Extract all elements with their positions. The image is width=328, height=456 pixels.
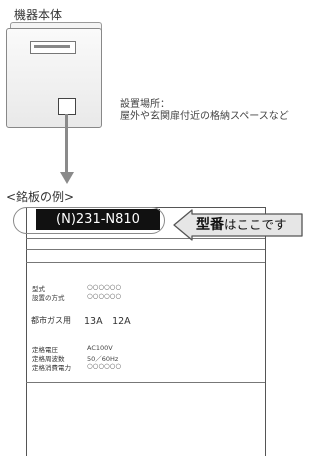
callout-keyword: 型番 xyxy=(196,217,224,233)
nameplate xyxy=(26,207,266,456)
gas-type-label: 都市ガス用 xyxy=(31,316,71,325)
callout-arrow-shape xyxy=(173,209,303,241)
nameplate-divider xyxy=(26,238,265,239)
location-label: 設置場所： xyxy=(120,99,170,110)
nameplate-divider xyxy=(26,382,265,383)
rating-value: ○○○○○○ xyxy=(87,362,122,370)
location-value: 屋外や玄関扉付近の格納スペースなど xyxy=(120,111,289,122)
spec-label: 設置の方式 xyxy=(32,294,65,302)
nameplate-example-label: <銘板の例> xyxy=(6,190,75,204)
rating-label: 定格周波数 xyxy=(32,355,65,363)
device-title: 機器本体 xyxy=(14,8,63,22)
device-top-edge xyxy=(10,22,102,31)
rating-label: 定格電圧 xyxy=(32,346,58,354)
callout-text: 型番はここです xyxy=(196,214,287,236)
device-display-bar xyxy=(34,45,70,48)
arrow-down-icon xyxy=(60,172,74,184)
nameplate-divider xyxy=(26,249,265,250)
gas-type-value: 13A 12A xyxy=(84,316,131,327)
spec-label: 型式 xyxy=(32,285,45,293)
rating-value: AC100V xyxy=(87,344,113,352)
callout-arrow xyxy=(173,209,303,241)
model-number: (N)231-N810 xyxy=(36,209,160,230)
nameplate-divider xyxy=(26,262,265,263)
spec-value: ○○○○○○ xyxy=(87,292,122,300)
rating-value: 50／60Hz xyxy=(87,355,119,363)
arrow-shaft xyxy=(65,114,68,174)
spec-value: ○○○○○○ xyxy=(87,283,122,291)
nameplate-location-marker xyxy=(58,98,76,115)
model-number-highlight xyxy=(13,207,165,234)
rating-label: 定格消費電力 xyxy=(32,364,71,372)
callout-suffix: はここです xyxy=(224,217,287,232)
